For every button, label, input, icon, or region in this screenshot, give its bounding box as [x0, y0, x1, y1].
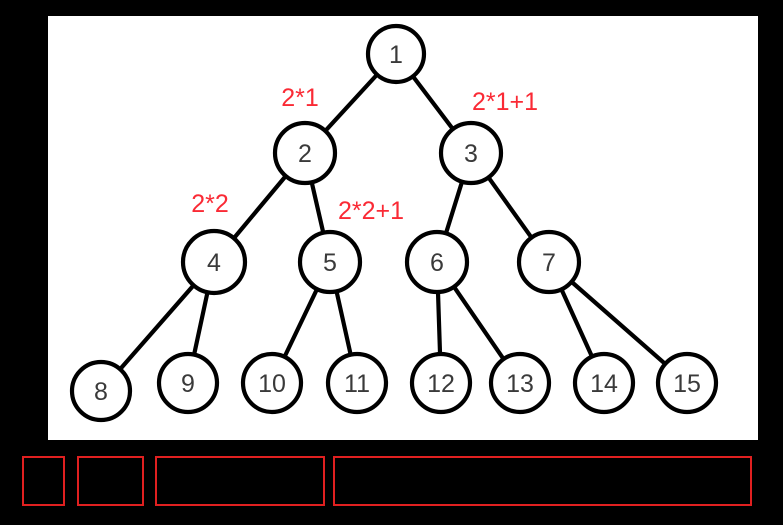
box-4[interactable]: [333, 456, 752, 506]
box-1[interactable]: [22, 456, 65, 506]
box-2[interactable]: [77, 456, 144, 506]
box-3[interactable]: [155, 456, 325, 506]
bottom-toolbar: [0, 440, 783, 525]
diagram-canvas: [48, 16, 758, 440]
